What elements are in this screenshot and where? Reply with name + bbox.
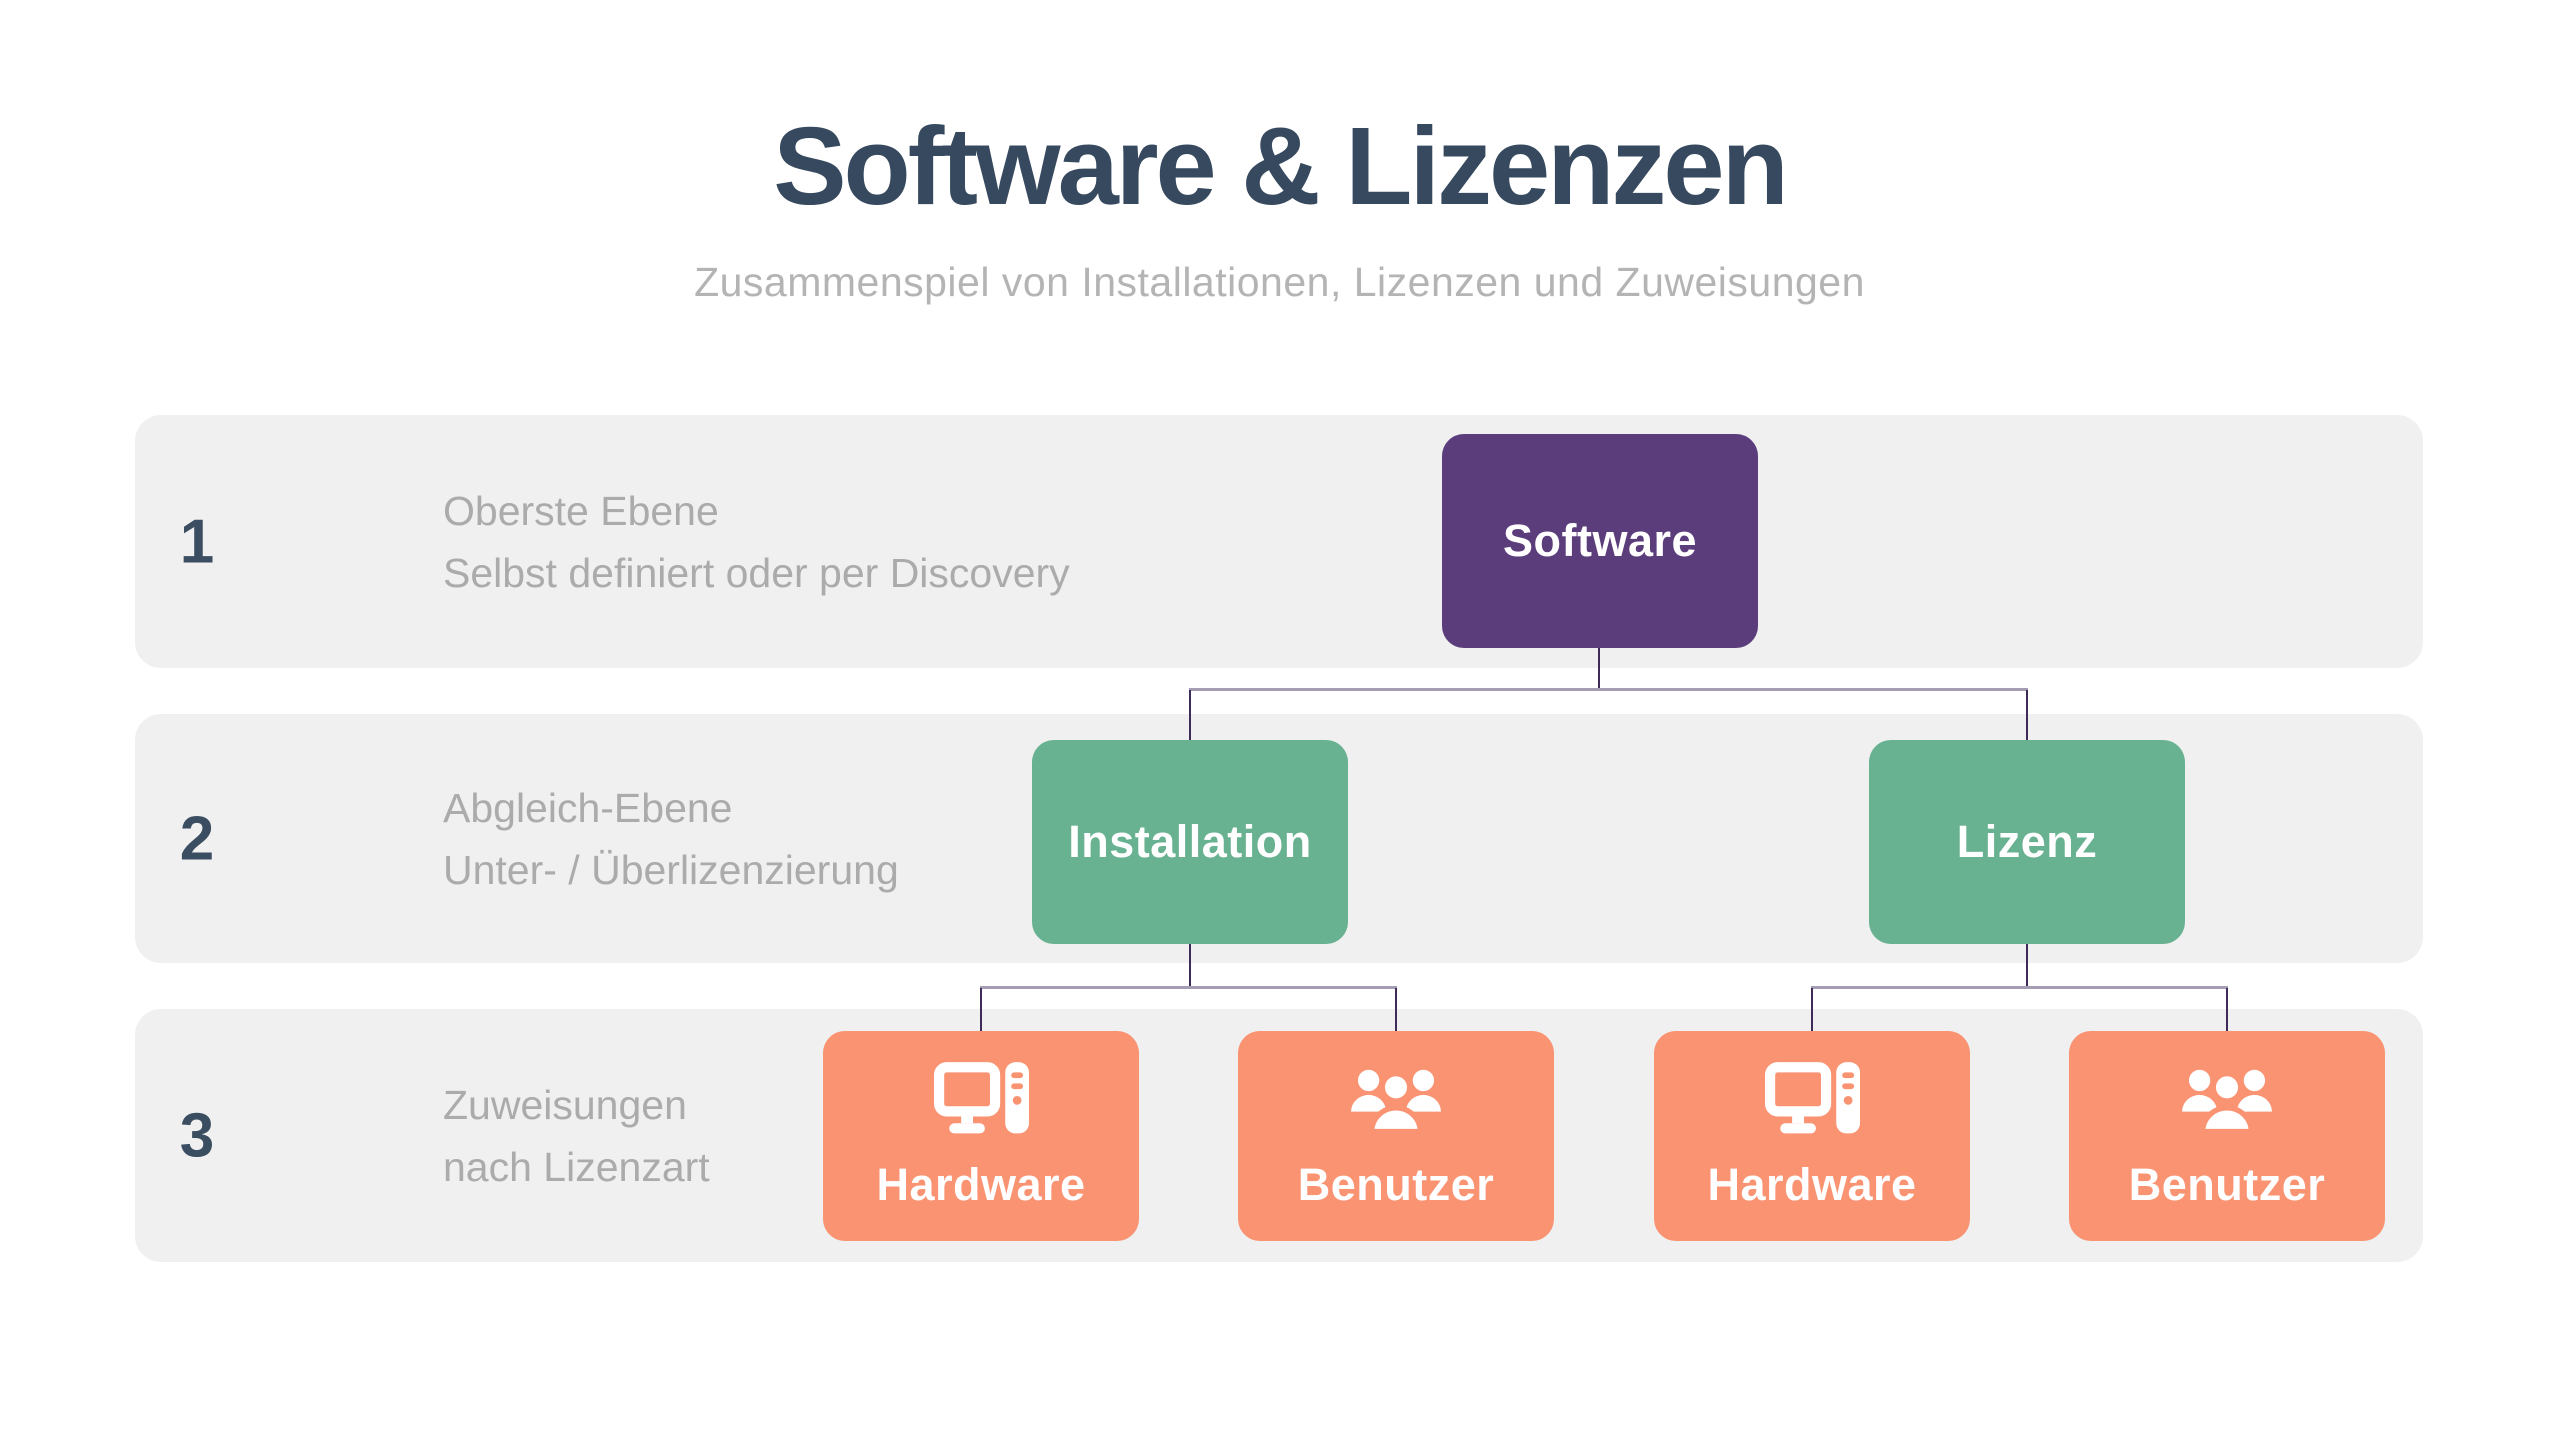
level-description-2-line1: Abgleich-Ebene	[443, 784, 733, 831]
level-description-1-line1: Oberste Ebene	[443, 487, 719, 534]
node-benutzer-lizenz: Benutzer	[2069, 1031, 2385, 1241]
users-icon	[2181, 1062, 2273, 1137]
node-software: Software	[1442, 434, 1758, 648]
edge-to-installation	[1189, 690, 1191, 742]
node-software-label: Software	[1502, 515, 1698, 566]
level-description-1: Oberste Ebene Selbst definiert oder per …	[443, 480, 1070, 604]
node-hardware-installation: Hardware	[823, 1031, 1139, 1241]
node-installation-label: Installation	[1068, 816, 1312, 867]
edge-to-lizenz	[2026, 690, 2028, 742]
node-hardware-installation-label: Hardware	[876, 1158, 1086, 1210]
level-number-2: 2	[179, 804, 215, 873]
node-benutzer-installation-label: Benutzer	[1297, 1158, 1495, 1210]
node-hardware-lizenz-label: Hardware	[1707, 1158, 1917, 1210]
edge-lizenz-children-bus	[1811, 986, 2228, 989]
node-benutzer-installation: Benutzer	[1238, 1031, 1554, 1241]
level-description-2: Abgleich-Ebene Unter- / Überlizenzierung	[443, 777, 899, 901]
edge-software-down	[1598, 646, 1600, 690]
edge-to-hardware-installation	[980, 988, 982, 1033]
edge-installation-children-bus	[980, 986, 1397, 989]
node-lizenz-label: Lizenz	[1956, 816, 2098, 867]
edge-to-benutzer-installation	[1395, 988, 1397, 1033]
desktop-computer-icon	[1764, 1061, 1860, 1137]
edge-to-benutzer-lizenz	[2226, 988, 2228, 1033]
edge-installation-down	[1189, 943, 1191, 988]
level-description-3: Zuweisungen nach Lizenzart	[443, 1074, 710, 1198]
node-hardware-lizenz: Hardware	[1654, 1031, 1970, 1241]
node-installation: Installation	[1032, 740, 1348, 944]
page-subtitle: Zusammenspiel von Installationen, Lizenz…	[694, 259, 1865, 305]
level-row-1: 1 Oberste Ebene Selbst definiert oder pe…	[135, 415, 2423, 668]
edge-software-children-bus	[1189, 688, 2028, 691]
node-lizenz: Lizenz	[1869, 740, 2185, 944]
level-description-1-line2: Selbst definiert oder per Discovery	[443, 549, 1070, 596]
edge-lizenz-down	[2026, 943, 2028, 988]
edge-to-hardware-lizenz	[1811, 988, 1813, 1033]
level-number-3: 3	[179, 1101, 215, 1170]
desktop-computer-icon	[933, 1061, 1029, 1137]
level-description-2-line2: Unter- / Überlizenzierung	[443, 846, 899, 893]
level-description-3-line2: nach Lizenzart	[443, 1143, 710, 1190]
users-icon	[1350, 1062, 1442, 1137]
node-benutzer-lizenz-label: Benutzer	[2128, 1158, 2326, 1210]
level-description-3-line1: Zuweisungen	[443, 1081, 687, 1128]
level-number-1: 1	[179, 507, 215, 576]
page-title: Software & Lizenzen	[773, 105, 1789, 228]
